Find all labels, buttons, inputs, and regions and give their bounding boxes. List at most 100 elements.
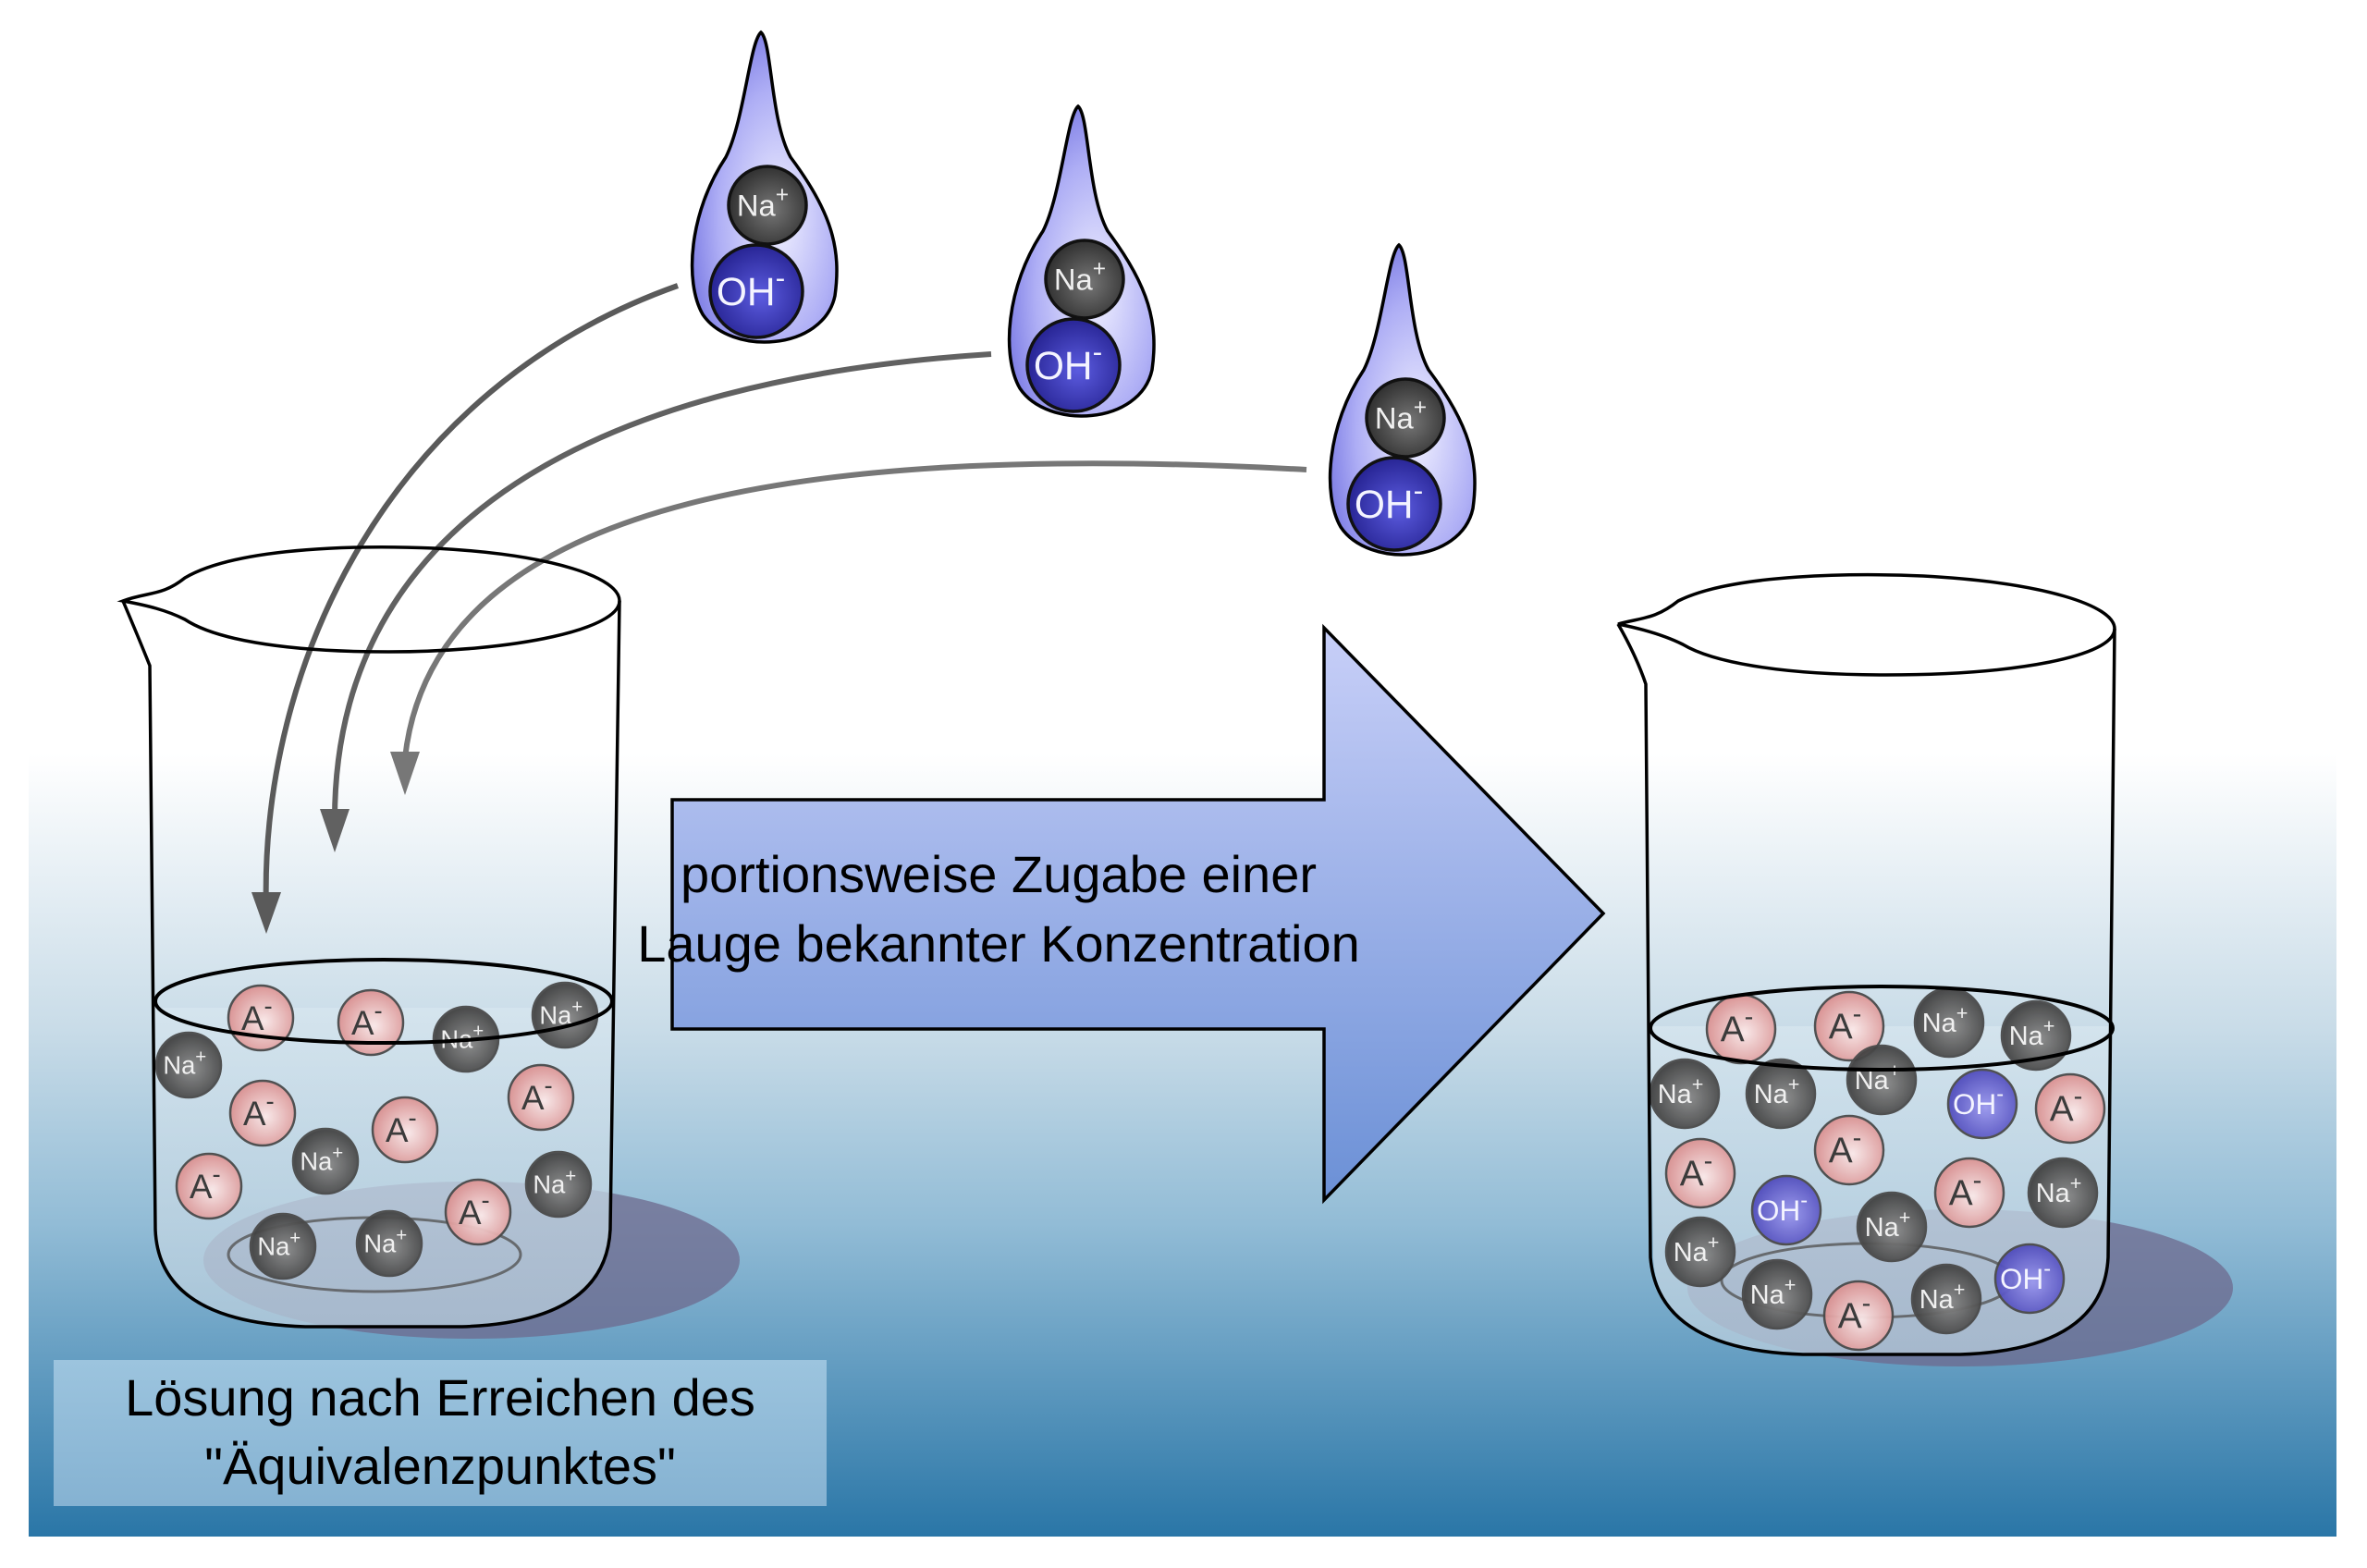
drip-arrowhead-2 <box>320 809 350 852</box>
ion-a: A- <box>1813 1114 1885 1186</box>
ion-na: Na+ <box>1044 239 1125 320</box>
caption-background <box>54 1360 827 1506</box>
ion-sphere <box>1856 1191 1928 1263</box>
ion-sphere <box>1846 1044 1918 1116</box>
ion-a: A- <box>175 1152 243 1220</box>
ion-sphere <box>1664 1137 1736 1209</box>
ion-a: A- <box>1705 993 1777 1065</box>
ion-label: Na+ <box>1054 257 1106 297</box>
process-arrow: portionsweise Zugabe einer Lauge bekannt… <box>637 623 1606 1205</box>
ion-label: Na+ <box>533 1165 576 1198</box>
ion-na: Na+ <box>291 1127 360 1195</box>
ion-sphere <box>1025 317 1122 413</box>
ion-na: Na+ <box>1745 1058 1817 1130</box>
right-beaker-liquid-surface <box>1649 985 2115 1072</box>
ion-a: A- <box>507 1063 575 1132</box>
ion-label: Na+ <box>1754 1072 1800 1109</box>
ion-a: A- <box>1933 1157 2005 1229</box>
ion-sphere <box>1664 1216 1736 1288</box>
ion-sphere <box>1813 990 1885 1062</box>
right-beaker-rim <box>1617 572 2116 677</box>
ion-sphere <box>337 988 405 1057</box>
ion-sphere <box>708 243 804 339</box>
ion-sphere <box>1813 1114 1885 1186</box>
ion-sphere <box>524 1150 593 1219</box>
ion-label: OH- <box>1757 1188 1808 1227</box>
process-arrow-label-line-2: Lauge bekannter Konzentration <box>637 914 1359 973</box>
ion-sphere <box>1993 1243 2066 1315</box>
naoh-drop: Na+ OH- <box>1007 104 1156 418</box>
ion-a: A- <box>371 1096 439 1164</box>
left-beaker-outline <box>121 600 621 1329</box>
drip-arrowhead-3 <box>390 752 420 795</box>
ion-oh: OH- <box>708 243 804 339</box>
ion-sphere <box>2000 999 2072 1072</box>
ion-na: Na+ <box>2000 999 2072 1072</box>
ion-na: Na+ <box>727 165 808 246</box>
ion-na: Na+ <box>1365 377 1446 459</box>
drip-arrow-2 <box>331 351 992 824</box>
ion-na: Na+ <box>2027 1157 2099 1229</box>
ion-sphere <box>2034 1072 2106 1145</box>
ion-sphere <box>1946 1068 2018 1140</box>
ion-sphere <box>1741 1258 1813 1330</box>
ion-oh: OH- <box>1346 456 1442 552</box>
ion-na: Na+ <box>249 1212 317 1280</box>
ion-label: OH- <box>1953 1082 2004 1121</box>
ion-sphere <box>1910 1263 1982 1335</box>
ion-a: A- <box>228 1079 297 1147</box>
left-beaker-ions: A-A-Na+Na+Na+A-A-A-Na+A-Na+A-Na+Na+ <box>154 981 599 1280</box>
naoh-drop: Na+OH- <box>1328 242 1477 557</box>
ion-na: Na+ <box>524 1150 593 1219</box>
ion-na: Na+ <box>1741 1258 1813 1330</box>
ion-na: Na+ <box>1856 1191 1928 1263</box>
ion-na: Na+ <box>1913 986 1985 1059</box>
drip-arrowhead-1 <box>251 892 281 934</box>
ion-sphere <box>291 1127 360 1195</box>
ion-a: A- <box>337 988 405 1057</box>
drip-arrow-1 <box>263 283 680 912</box>
ion-sphere <box>175 1152 243 1220</box>
ion-na: Na+ <box>1649 1058 1721 1130</box>
right-beaker-ions: A-A-Na+Na+Na+Na+Na+OH-A-A-A-OH-A-Na+Na+N… <box>1649 986 2106 1352</box>
ion-a: A- <box>1813 990 1885 1062</box>
left-beaker: A-A-Na+Na+Na+A-A-A-Na+A-Na+A-Na+Na+ <box>117 545 621 1329</box>
ion-sphere <box>355 1209 423 1278</box>
naoh-drop: Na+OH- <box>690 30 839 344</box>
ion-label: Na+ <box>257 1227 300 1260</box>
ion-sphere <box>1822 1280 1895 1352</box>
right-beaker-outline <box>1616 623 2116 1356</box>
ion-label: OH- <box>2000 1256 2051 1295</box>
caption-box: Lösung nach Erreichen des "Äquivalenzpun… <box>54 1360 827 1506</box>
process-arrow-shape <box>670 623 1606 1205</box>
naoh-drops: Na+OH-Na+OH-Na+OH- <box>690 30 1477 557</box>
ion-sphere <box>371 1096 439 1164</box>
ion-na: Na+ <box>1664 1216 1736 1288</box>
ion-a: A- <box>2034 1072 2106 1145</box>
ion-oh: OH- <box>1025 317 1122 413</box>
ion-sphere <box>1750 1174 1822 1246</box>
ion-sphere <box>2027 1157 2099 1229</box>
process-arrow-label-line-1: portionsweise Zugabe einer <box>681 845 1317 903</box>
ion-oh: OH- <box>1750 1174 1822 1246</box>
ion-sphere <box>507 1063 575 1132</box>
ion-sphere <box>249 1212 317 1280</box>
ion-sphere <box>1933 1157 2005 1229</box>
ion-na: Na+ <box>1846 1044 1918 1116</box>
ion-a: A- <box>444 1178 512 1246</box>
drip-arrow-3 <box>402 460 1307 759</box>
drip-arrows <box>251 283 1307 934</box>
ion-na: Na+ <box>1910 1263 1982 1335</box>
ion-na: Na+ <box>154 1031 223 1099</box>
ion-sphere <box>228 1079 297 1147</box>
right-beaker: A-A-Na+Na+Na+Na+Na+OH-A-A-A-OH-A-Na+Na+N… <box>1616 572 2116 1356</box>
ion-na: Na+ <box>531 981 599 1049</box>
ion-sphere <box>444 1178 512 1246</box>
ion-a: A- <box>1664 1137 1736 1209</box>
caption-line-2: "Äquivalenzpunktes" <box>204 1437 676 1495</box>
caption-line-1: Lösung nach Erreichen des <box>125 1368 755 1427</box>
ion-oh: OH- <box>1946 1068 2018 1140</box>
ion-a: A- <box>1822 1280 1895 1352</box>
ion-na: Na+ <box>355 1209 423 1278</box>
